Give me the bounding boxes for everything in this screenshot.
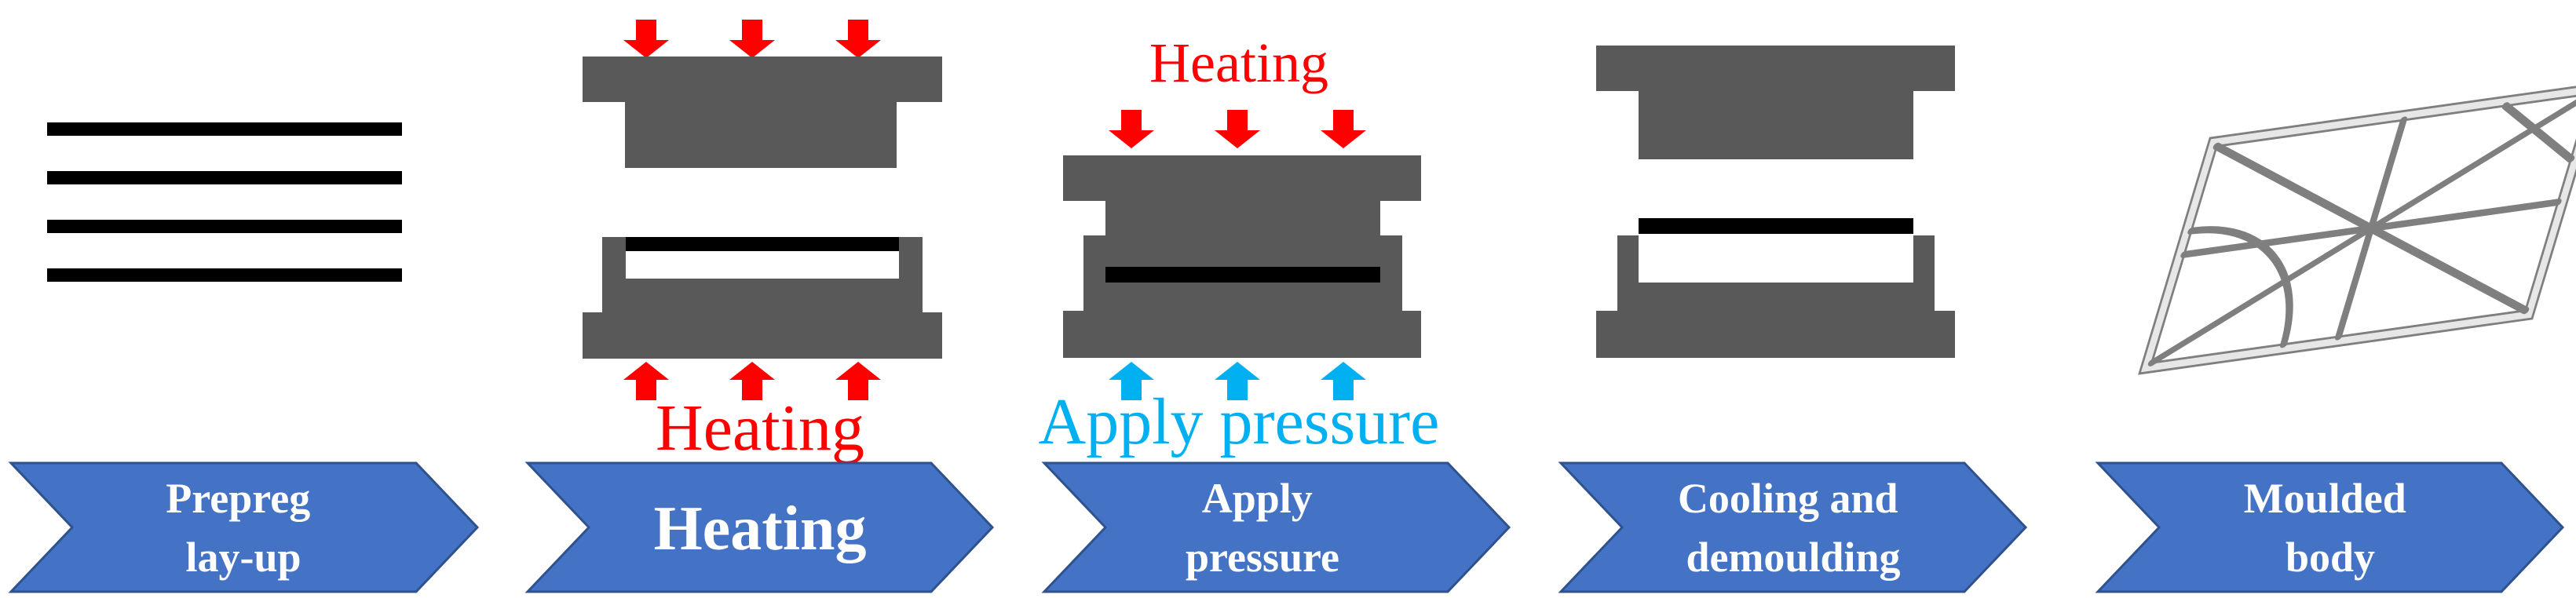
rib [2334, 116, 2408, 341]
upper-mould [583, 57, 942, 168]
heating-caption: Heating [656, 392, 864, 465]
heat-up-arrow-icon [835, 362, 881, 400]
prepreg-compressed [1105, 267, 1380, 283]
prepreg-demoulded [1639, 218, 1913, 234]
step-label: Cooling and demoulding [1678, 475, 1909, 581]
chevron-shape [524, 461, 995, 593]
heat-down-arrow-icon [1109, 110, 1154, 148]
prepreg-ply [47, 122, 402, 136]
stage-cooling-demoulding [1596, 46, 1955, 358]
chevron-shape [1041, 461, 1511, 593]
stage-apply-pressure: Heating Apply pressure [1039, 31, 1440, 458]
heating-caption-top: Heating [1149, 31, 1328, 94]
step-chevron-prepreg-layup[interactable]: Prepreg lay-up [8, 461, 480, 593]
heat-up-arrow-icon [623, 362, 669, 400]
upper-mould [1063, 155, 1421, 267]
pressure-up-arrow-icon [1109, 362, 1154, 400]
process-chevrons: Prepreg lay-up Heating Apply pressure Co… [8, 461, 2565, 593]
heat-up-arrow-icon [729, 362, 775, 400]
chevron-shape [2095, 461, 2565, 593]
step-chevron-moulded-body[interactable]: Moulded body [2095, 461, 2565, 593]
step-chevron-apply-pressure[interactable]: Apply pressure [1041, 461, 1511, 593]
step-label: Moulded body [2244, 475, 2417, 581]
heat-down-arrow-icon [1321, 110, 1366, 148]
heat-down-arrow-icon [835, 20, 881, 58]
stage-prepreg-layup [47, 122, 402, 282]
moulded-frame-ribs [2147, 90, 2576, 366]
step-chevron-heating[interactable]: Heating [524, 461, 995, 593]
prepreg-ply [47, 268, 402, 282]
heat-arrows-top [623, 20, 881, 58]
lower-mould [1596, 235, 1955, 358]
heat-down-arrow-icon [729, 20, 775, 58]
prepreg-ply [47, 171, 402, 184]
step-chevron-cooling-demoulding[interactable]: Cooling and demoulding [1558, 461, 2028, 593]
step-label: Prepreg lay-up [166, 475, 320, 581]
step-label: Apply pressure [1186, 475, 1339, 581]
upper-mould [1596, 46, 1955, 159]
chevron-shape [8, 461, 480, 593]
prepreg-ply [47, 220, 402, 233]
pressure-up-arrow-icon [1215, 362, 1260, 400]
rib [2501, 102, 2575, 163]
pressure-arrows [1109, 362, 1366, 400]
pressure-up-arrow-icon [1321, 362, 1366, 400]
heat-arrows-bottom [623, 362, 881, 400]
lower-mould [1063, 235, 1421, 358]
heat-down-arrow-icon [623, 20, 669, 58]
heat-down-arrow-icon [1215, 110, 1260, 148]
heat-arrows-top [1109, 110, 1366, 148]
chevron-shape [1558, 461, 2028, 593]
apply-pressure-caption: Apply pressure [1039, 385, 1440, 458]
rib-arc [2187, 226, 2293, 348]
moulded-body-image [2138, 82, 2576, 375]
step-label: Heating [653, 494, 866, 563]
lower-mould [583, 237, 942, 359]
prepreg-stack [626, 237, 899, 251]
stage-heating: Heating [583, 20, 942, 465]
